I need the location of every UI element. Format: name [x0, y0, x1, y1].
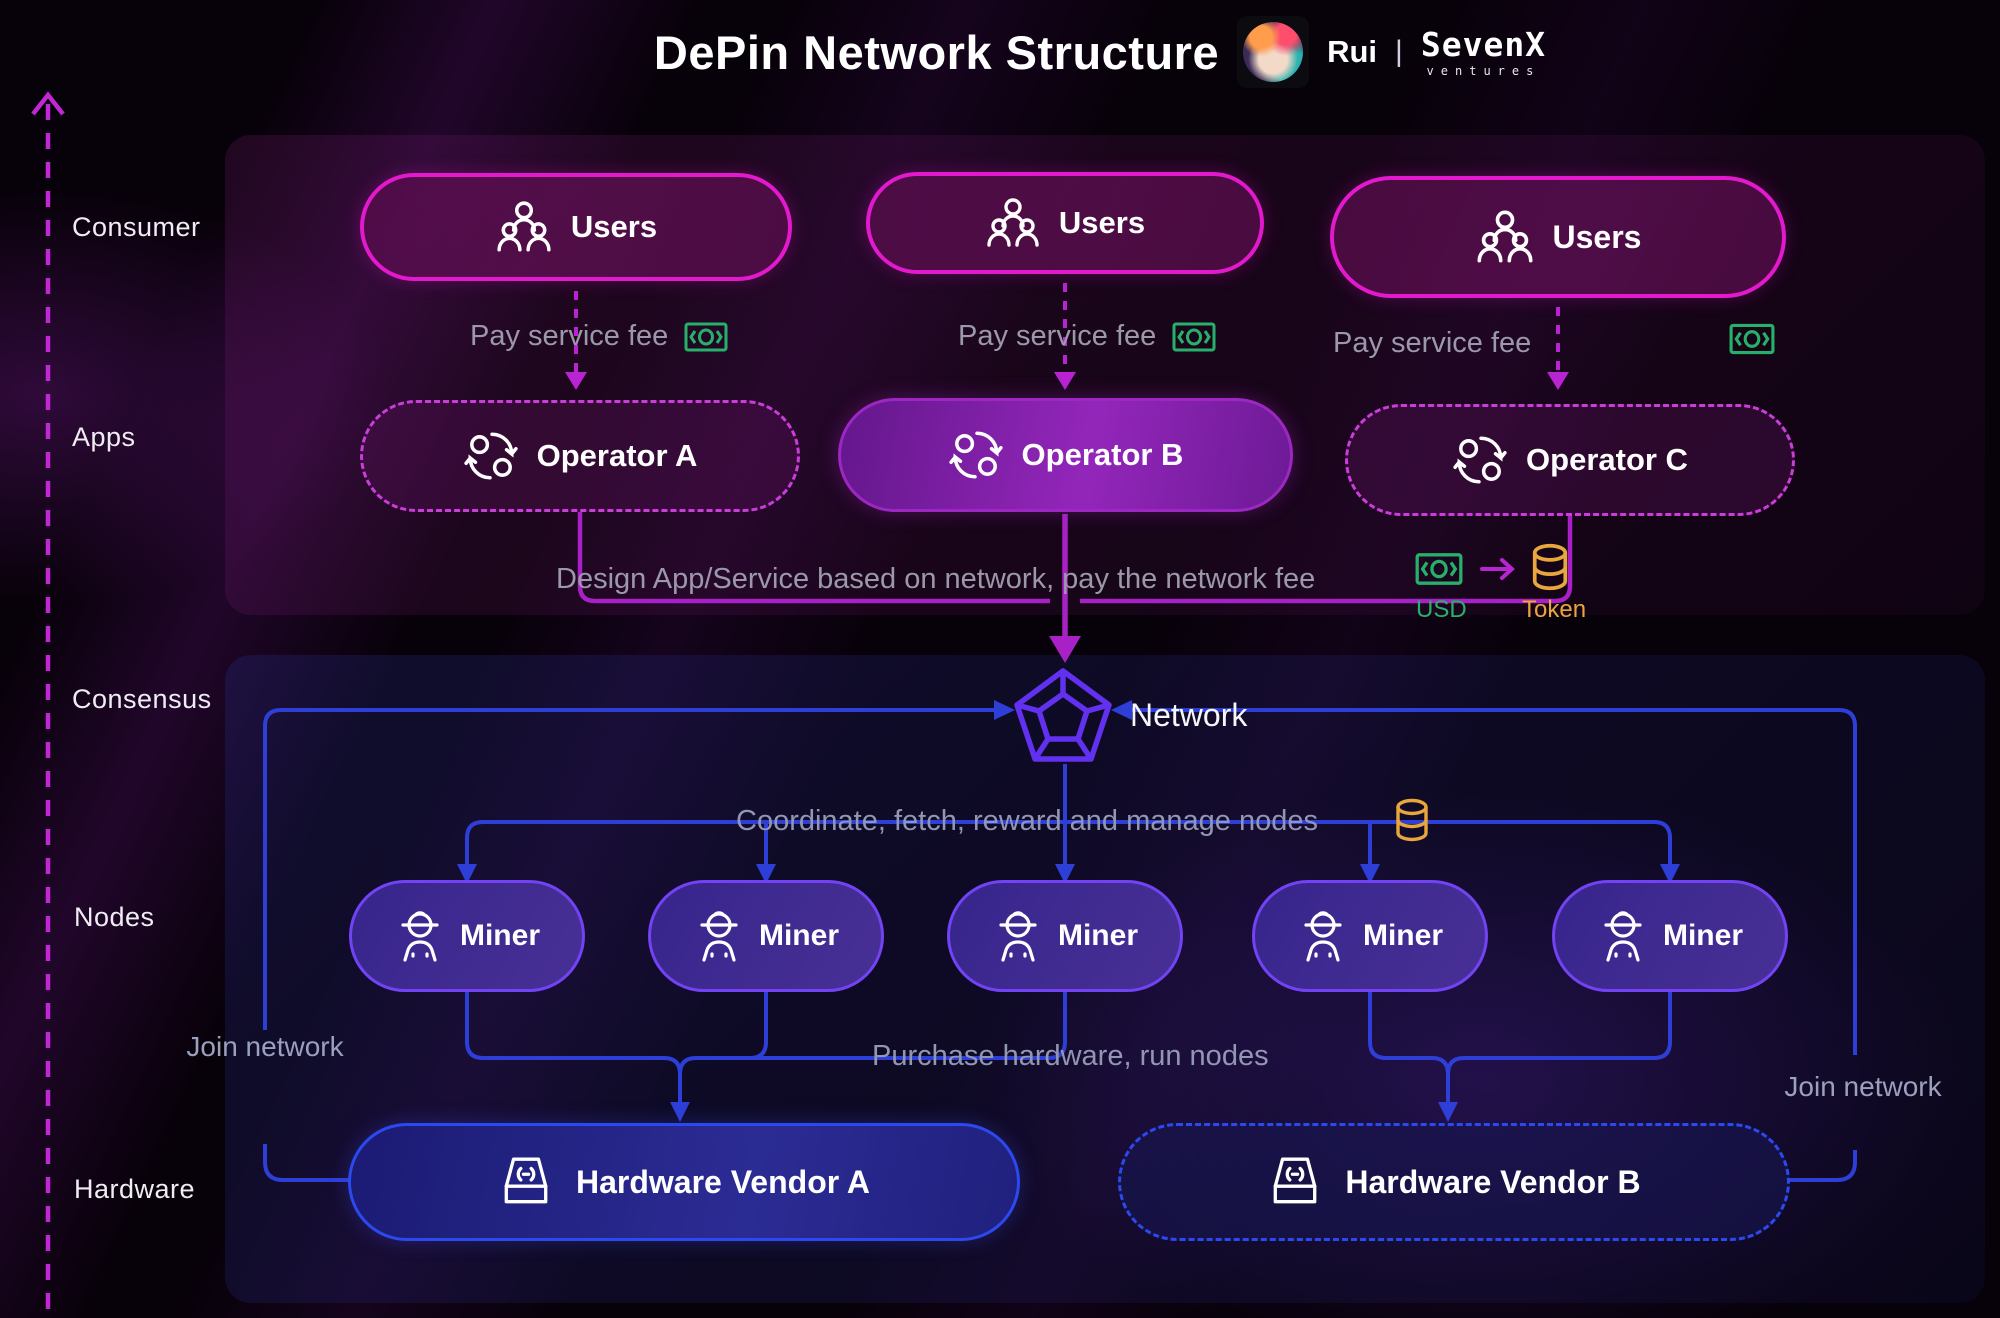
- vendor-label: Hardware Vendor B: [1345, 1163, 1641, 1200]
- miner-node-2: Miner: [648, 880, 884, 992]
- users-icon: [1476, 210, 1533, 263]
- operator-c-node: Operator C: [1345, 404, 1795, 516]
- vendor-label: Hardware Vendor A: [575, 1163, 870, 1200]
- users-icon: [497, 201, 551, 252]
- users-icon: [987, 198, 1039, 247]
- hardware-vendor-b-node: Hardware Vendor B: [1118, 1123, 1790, 1241]
- operator-label: Operator B: [1021, 437, 1184, 472]
- miner-icon: [1604, 911, 1642, 962]
- banknote-icon: [1729, 323, 1775, 355]
- layer-label-hardware: Hardware: [74, 1174, 196, 1204]
- token-coins-icon: [1396, 798, 1428, 842]
- operator-label: Operator A: [536, 438, 698, 473]
- miner-icon: [1304, 911, 1342, 962]
- miner-icon: [700, 911, 738, 962]
- users-label: Users: [1058, 205, 1146, 240]
- sevenx-logo-wordmark: SevenX: [1420, 24, 1547, 64]
- miner-node-1: Miner: [349, 880, 585, 992]
- purchase-note: Purchase hardware, run nodes: [872, 1040, 1269, 1072]
- sync-operator-icon: [1453, 436, 1507, 484]
- pay-fee-text: Pay service fee: [470, 320, 669, 352]
- token-label: Token: [1522, 596, 1587, 623]
- miner-label: Miner: [1057, 919, 1138, 952]
- coordinate-note: Coordinate, fetch, reward and manage nod…: [736, 805, 1318, 837]
- pay-fee-text: Pay service fee: [1333, 327, 1532, 359]
- pentagon-network-icon: [1014, 668, 1112, 762]
- usd-label: USD: [1416, 596, 1467, 623]
- join-network-right: Join network: [1784, 1071, 1942, 1102]
- operator-a-node: Operator A: [360, 400, 800, 512]
- banknote-icon: [1172, 322, 1216, 351]
- users-label: Users: [570, 209, 658, 244]
- miner-node-3: Miner: [947, 880, 1183, 992]
- pay-fee-text: Pay service fee: [958, 320, 1157, 352]
- users-label: Users: [1552, 218, 1642, 255]
- usd-banknote-icon: [1415, 553, 1463, 585]
- miner-icon: [401, 911, 439, 962]
- avatar-frame: [1237, 16, 1310, 88]
- network-label: Network: [1130, 697, 1248, 733]
- miner-label: Miner: [459, 919, 540, 952]
- layer-label-apps: Apps: [72, 422, 136, 452]
- miner-label: Miner: [1362, 919, 1443, 952]
- miner-label: Miner: [758, 919, 839, 952]
- miner-label: Miner: [1662, 919, 1743, 952]
- sevenx-logo-subtext: ventures: [1426, 63, 1541, 78]
- sevenx-logo: SevenX ventures: [1421, 28, 1546, 77]
- layer-axis-arrow: [31, 91, 65, 1318]
- network-fee-note: Design App/Service based on network, pay…: [556, 563, 1316, 595]
- users-node-1: Users: [360, 173, 792, 281]
- users-node-3: Users: [1330, 176, 1786, 298]
- pay-fee-note-3: Pay service fee: [1333, 327, 1531, 360]
- layer-label-consensus: Consensus: [72, 684, 212, 714]
- token-coins-icon: [1532, 543, 1568, 591]
- sync-operator-icon: [948, 431, 1003, 479]
- operator-label: Operator C: [1526, 442, 1688, 477]
- separator: |: [1395, 35, 1403, 68]
- miner-icon: [999, 911, 1037, 962]
- pay-fee-note-2: Pay service fee: [958, 320, 1216, 353]
- pay-fee-note-1: Pay service fee: [470, 320, 728, 353]
- users-node-2: Users: [866, 172, 1264, 274]
- hardware-device-icon: [1274, 1157, 1317, 1204]
- right-arrow-icon: [1480, 558, 1515, 580]
- operator-b-node: Operator B: [838, 398, 1293, 512]
- title-bar: DePin Network Structure Rui | SevenX ven…: [198, 16, 2000, 88]
- join-network-left: Join network: [186, 1031, 344, 1062]
- avatar: [1243, 22, 1304, 82]
- miner-node-5: Miner: [1552, 880, 1788, 992]
- miner-node-4: Miner: [1252, 880, 1488, 992]
- banknote-icon: [684, 322, 728, 351]
- sync-operator-icon: [463, 432, 518, 480]
- layer-label-nodes: Nodes: [74, 902, 155, 932]
- page-title: DePin Network Structure: [653, 25, 1220, 79]
- hardware-device-icon: [504, 1157, 548, 1204]
- layer-label-consumer: Consumer: [72, 212, 201, 242]
- author-name: Rui: [1327, 34, 1378, 69]
- hardware-vendor-a-node: Hardware Vendor A: [348, 1123, 1020, 1241]
